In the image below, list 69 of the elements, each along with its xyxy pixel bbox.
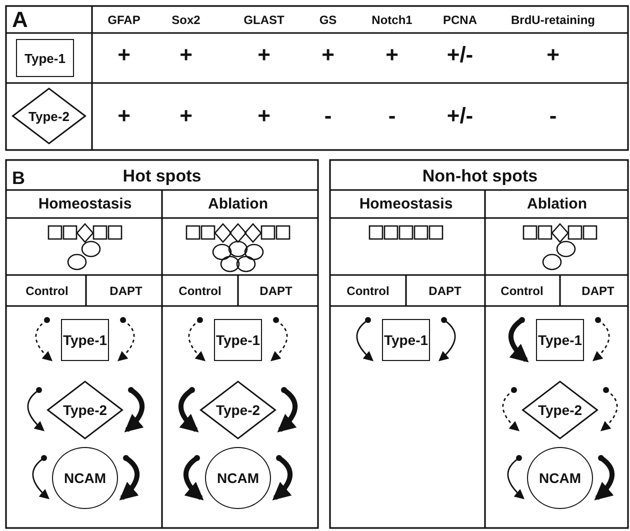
column-header: Sox2 (172, 14, 200, 26)
cell-type-circle: NCAM (527, 447, 593, 509)
cell-type-circle: NCAM (205, 447, 271, 509)
column-header: GFAP (108, 14, 140, 26)
cell-type-diamond: Type-2 (200, 381, 276, 439)
treatment-label: DAPT (582, 285, 614, 297)
treatment-label: Control (346, 285, 390, 297)
marker-value: - (324, 105, 332, 127)
curved-arrow (119, 455, 140, 500)
curved-arrow (188, 317, 206, 362)
curved-arrow (592, 317, 610, 362)
curved-arrow (507, 455, 524, 500)
treatment-label: DAPT (110, 285, 142, 297)
cell-type-circle: NCAM (52, 447, 118, 509)
curved-arrow (178, 387, 199, 432)
panel-letter: A (12, 9, 28, 31)
column-header: PCNA (443, 14, 477, 26)
condition-header: Homeostasis (38, 196, 132, 212)
curved-arrow (594, 455, 614, 500)
cell-type-box: Type-1 (16, 39, 74, 77)
condition-header: Homeostasis (359, 196, 453, 212)
marker-value: +/- (446, 44, 474, 66)
curved-arrow (270, 317, 288, 362)
curved-arrow (27, 387, 44, 432)
curved-arrow (272, 455, 292, 500)
marker-value: + (322, 44, 334, 66)
treatment-label: Control (500, 285, 544, 297)
curved-arrow (124, 387, 144, 432)
cell-type-box: Type-1 (214, 319, 262, 361)
column-header: BrdU-retaining (511, 14, 595, 26)
marker-value: + (386, 44, 398, 66)
section-title: Hot spots (122, 168, 202, 184)
condition-header: Ablation (527, 196, 587, 212)
curved-arrow (32, 455, 50, 500)
curved-arrow (502, 387, 520, 432)
cell-type-box: Type-1 (61, 319, 109, 361)
curved-arrow (184, 455, 204, 500)
column-header: GS (319, 14, 337, 26)
treatment-label: Control (26, 285, 68, 297)
cell-type-diamond: Type-2 (522, 381, 598, 439)
marker-value: + (546, 44, 560, 66)
marker-value: - (549, 105, 557, 127)
marker-value: + (180, 105, 192, 127)
condition-header: Ablation (208, 196, 268, 212)
curved-arrow (35, 317, 52, 362)
cell-type-box: Type-1 (536, 319, 584, 361)
column-header: GLAST (244, 14, 284, 26)
panel-letter: B (12, 169, 25, 187)
treatment-label: Control (178, 285, 222, 297)
curved-arrow (438, 317, 456, 362)
marker-value: + (118, 44, 130, 66)
treatment-label: DAPT (428, 285, 462, 297)
cell-type-diamond: Type-2 (47, 381, 123, 439)
marker-value: + (180, 44, 192, 66)
marker-value: + (258, 44, 270, 66)
curved-arrow (356, 317, 374, 362)
section-title: Non-hot spots (422, 168, 538, 184)
curved-arrow (600, 387, 618, 432)
curved-arrow (118, 317, 135, 362)
marker-value: + (118, 105, 130, 127)
curved-arrow (277, 387, 298, 432)
cell-type-box: Type-1 (382, 319, 430, 361)
marker-value: - (388, 105, 396, 127)
cell-type-diamond: Type-2 (12, 88, 86, 144)
marker-value: + (258, 105, 270, 127)
curved-arrow (508, 317, 529, 362)
column-header: Notch1 (372, 14, 412, 26)
treatment-label: DAPT (260, 285, 292, 297)
marker-value: +/- (446, 105, 474, 127)
